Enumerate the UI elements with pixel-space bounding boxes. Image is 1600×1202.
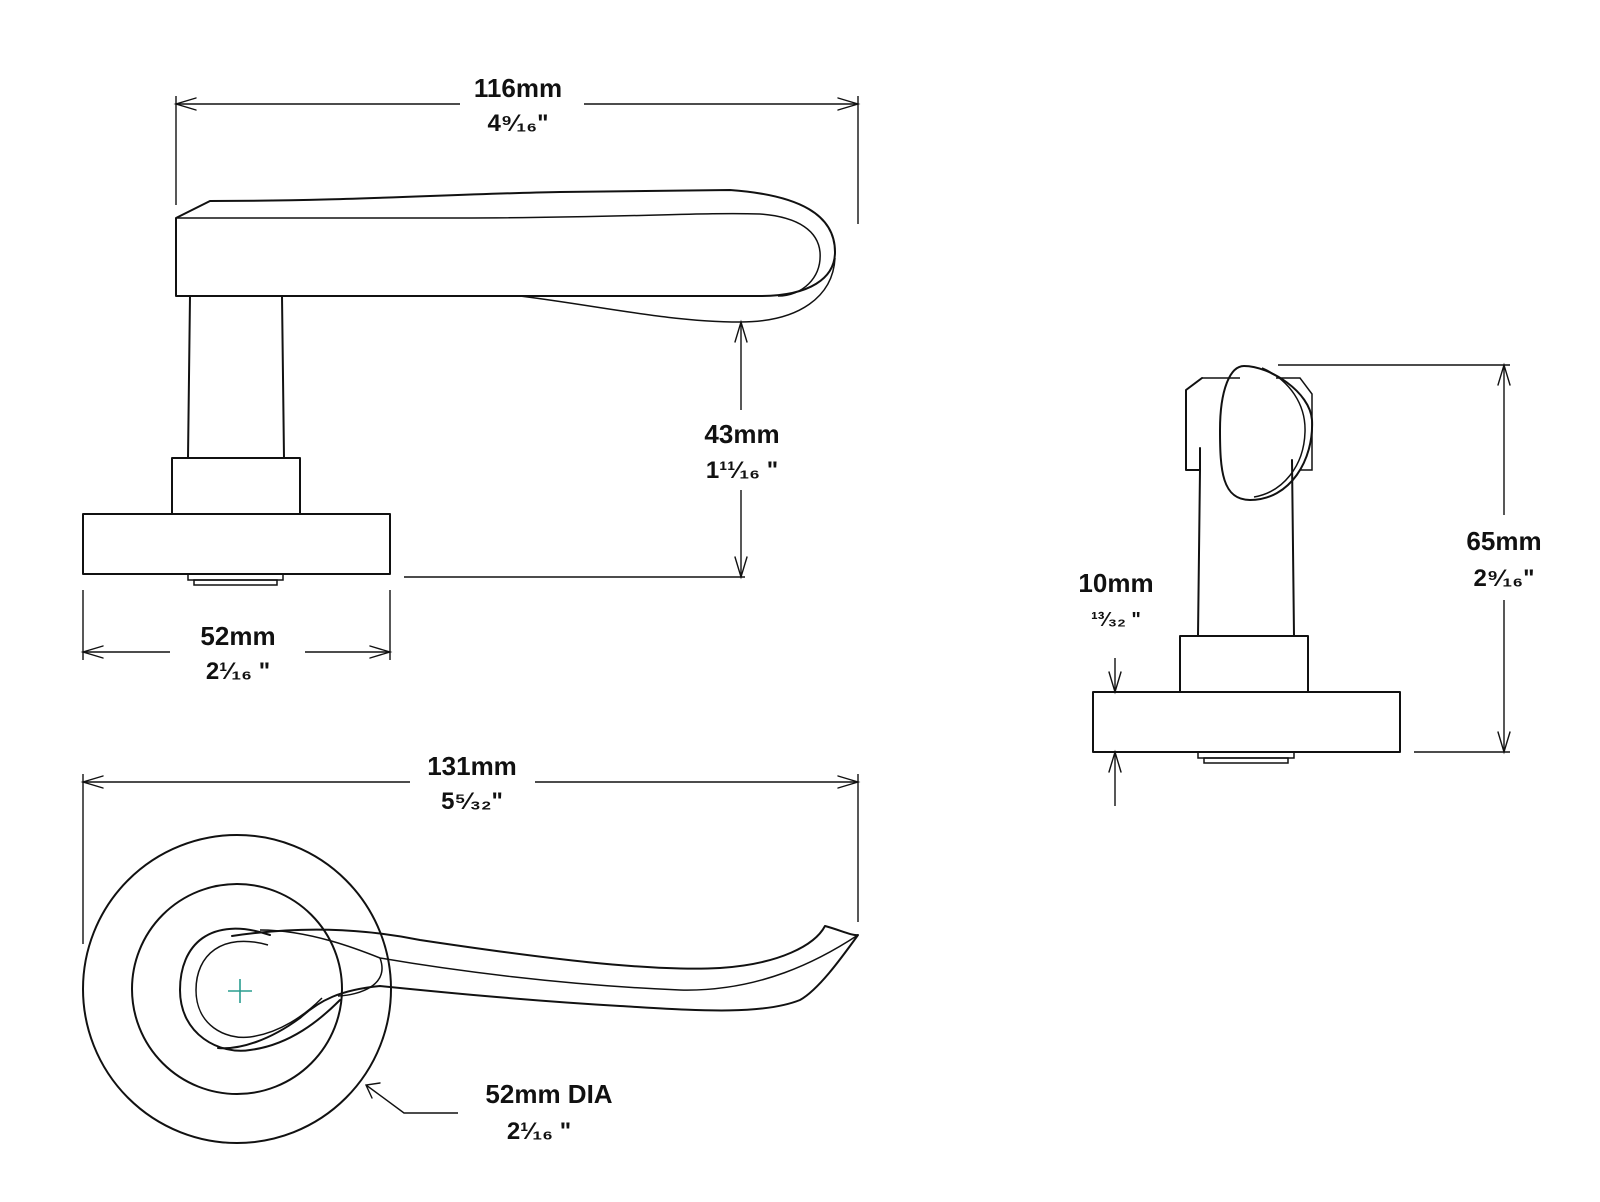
plan-view [82, 834, 859, 1144]
lever-end-frame [1202, 377, 1313, 471]
lever-length-imperial: 4⁹⁄₁₆" [488, 110, 549, 137]
rose-inner-circle [131, 883, 343, 1095]
dimension-lever-height: 43mm 1¹¹⁄₁₆ " [404, 319, 780, 580]
projection-metric: 65mm [1466, 526, 1541, 556]
lever-grip-outline [175, 189, 836, 297]
spindle-cap-base [193, 579, 278, 586]
lever-inner-edge [176, 212, 821, 297]
lever-boss-inner [195, 940, 323, 1039]
neck-end [1197, 459, 1295, 637]
rose-thickness-imperial: ¹³⁄₃₂ " [1091, 609, 1141, 631]
rose-diameter-imperial: 2¹⁄₁₆ " [507, 1118, 571, 1145]
lever-plan-ridge [259, 929, 859, 991]
rose-width-imperial: 2¹⁄₁₆ " [206, 658, 270, 685]
lever-underside [519, 257, 836, 323]
spindle-cap-end-base [1203, 757, 1289, 764]
lever-end-back [1185, 377, 1203, 471]
projection-imperial: 2⁹⁄₁₆" [1474, 565, 1535, 592]
dimension-rose-diameter: 52mm DIA 2¹⁄₁₆ " [364, 1079, 613, 1145]
side-elevation-view [82, 189, 836, 586]
lever-neck [187, 295, 285, 459]
lever-length-metric: 116mm [474, 73, 562, 103]
rose-width-metric: 52mm [200, 621, 275, 651]
overall-length-metric: 131mm [427, 751, 517, 781]
lever-height-imperial: 1¹¹⁄₁₆ " [706, 457, 778, 484]
lever-plan-edge [337, 957, 383, 997]
lever-plan-outline [217, 925, 859, 1050]
dimension-rose-width: 52mm 2¹⁄₁₆ " [80, 590, 393, 685]
lever-boss-outline [179, 927, 341, 1052]
center-mark [228, 979, 252, 1003]
rose-plate-end [1092, 691, 1401, 753]
rose-plate [82, 513, 391, 575]
end-elevation-view [1092, 365, 1401, 764]
lever-height-metric: 43mm [704, 419, 779, 449]
lever-end-face [1219, 365, 1314, 501]
rose-collar [171, 457, 301, 515]
collar-end [1179, 635, 1309, 693]
dimension-rose-thickness: 10mm ¹³⁄₃₂ " [1078, 568, 1154, 806]
overall-length-imperial: 5⁵⁄₃₂" [441, 788, 503, 815]
rose-thickness-metric: 10mm [1078, 568, 1153, 598]
rose-outer-circle [82, 834, 392, 1144]
rose-diameter-metric: 52mm DIA [485, 1079, 612, 1109]
lever-end-curve [1253, 367, 1306, 498]
dimension-lever-length: 116mm 4⁹⁄₁₆" [173, 73, 861, 224]
dimension-overall-length: 131mm 5⁵⁄₃₂" [80, 751, 861, 944]
dimension-projection: 65mm 2⁹⁄₁₆" [1278, 362, 1542, 755]
